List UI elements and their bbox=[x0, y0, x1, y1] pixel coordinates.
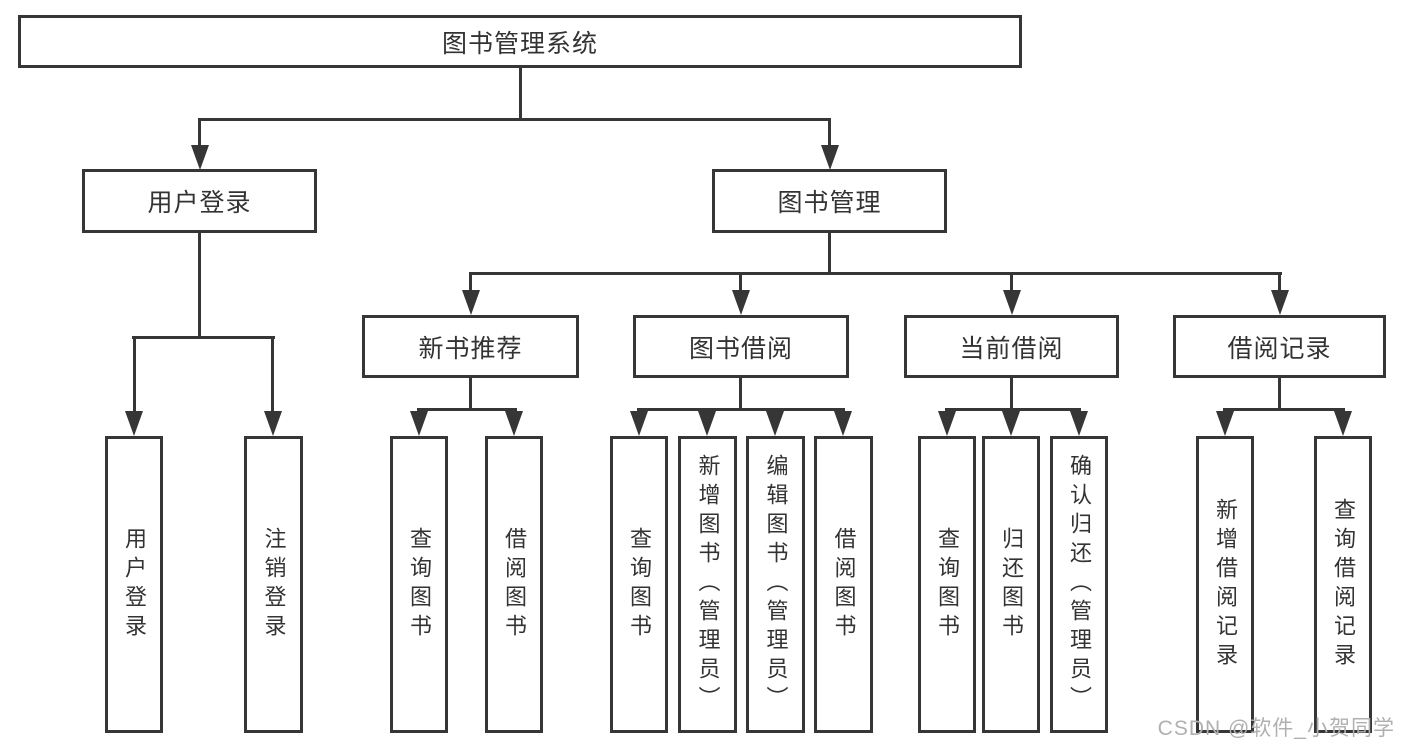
leaf-label: 确认归还（管理员） bbox=[1067, 454, 1092, 715]
arrowhead-down-icon bbox=[938, 411, 956, 436]
node-label: 借阅记录 bbox=[1227, 334, 1332, 363]
arrowhead-down-icon bbox=[191, 145, 209, 170]
connector-book-mgmt-vline bbox=[828, 233, 831, 275]
arrowhead-down-icon bbox=[766, 411, 784, 436]
connector-stem bbox=[133, 339, 136, 412]
connector-stem bbox=[828, 121, 831, 147]
node-book-management-branch: 图书管理 bbox=[712, 169, 947, 233]
arrowhead-down-icon bbox=[1216, 411, 1234, 436]
leaf-label: 编辑图书（管理员） bbox=[763, 454, 789, 715]
connector-records-hline bbox=[1223, 408, 1345, 411]
connector-root-vline bbox=[519, 67, 522, 121]
connector-book-mgmt-hline bbox=[469, 272, 1282, 275]
connector-stem bbox=[271, 339, 274, 412]
node-label: 图书管理 bbox=[777, 189, 882, 217]
connector-current-vline bbox=[1010, 378, 1013, 411]
node-label: 当前借阅 bbox=[959, 334, 1064, 363]
connector-stem bbox=[1010, 275, 1013, 292]
arrowhead-down-icon bbox=[834, 411, 852, 436]
connector-stem bbox=[739, 275, 742, 292]
connector-stem bbox=[469, 275, 472, 292]
leaf-borrow-books: 借阅图书 bbox=[814, 436, 873, 733]
node-label: 新书推荐 bbox=[418, 334, 523, 363]
leaf-search-borrow-record: 查询借阅记录 bbox=[1314, 436, 1372, 733]
arrowhead-down-icon bbox=[1003, 290, 1021, 315]
leaf-label: 查询图书 bbox=[627, 526, 652, 643]
connector-borrowing-hline bbox=[637, 408, 845, 411]
leaf-label: 归还图书 bbox=[999, 526, 1024, 643]
leaf-add-books-admin: 新增图书（管理员） bbox=[678, 436, 737, 733]
leaf-borrow-books-recommend: 借阅图书 bbox=[485, 436, 543, 733]
node-new-book-recommendation: 新书推荐 bbox=[362, 315, 579, 378]
connector-borrowing-vline bbox=[739, 378, 742, 411]
node-library-management-system: 图书管理系统 bbox=[18, 15, 1022, 68]
leaf-label: 查询借阅记录 bbox=[1331, 497, 1356, 672]
leaf-confirm-return-admin: 确认归还（管理员） bbox=[1050, 436, 1108, 733]
arrowhead-down-icon bbox=[1070, 411, 1088, 436]
arrowhead-down-icon bbox=[1334, 411, 1352, 436]
arrowhead-down-icon bbox=[1271, 290, 1289, 315]
connector-new-book-vline bbox=[469, 378, 472, 411]
arrowhead-down-icon bbox=[732, 290, 750, 315]
arrowhead-down-icon bbox=[462, 290, 480, 315]
connector-user-login-hline bbox=[132, 336, 275, 339]
leaf-label: 借阅图书 bbox=[502, 526, 527, 643]
leaf-label: 新增借阅记录 bbox=[1213, 497, 1238, 672]
leaf-label: 用户登录 bbox=[122, 526, 147, 643]
arrowhead-down-icon bbox=[821, 145, 839, 170]
leaf-search-books-current: 查询图书 bbox=[918, 436, 976, 733]
node-user-login-branch: 用户登录 bbox=[82, 169, 317, 233]
arrowhead-down-icon bbox=[505, 411, 523, 436]
leaf-search-books-borrowing: 查询图书 bbox=[610, 436, 668, 733]
arrowhead-down-icon bbox=[630, 411, 648, 436]
node-borrowing-records: 借阅记录 bbox=[1173, 315, 1386, 378]
watermark-text: CSDN @软件_小贺同学 bbox=[1157, 717, 1395, 740]
arrowhead-down-icon bbox=[698, 411, 716, 436]
connector-records-vline bbox=[1278, 378, 1281, 411]
leaf-search-books-recommend: 查询图书 bbox=[390, 436, 448, 733]
arrowhead-down-icon bbox=[1002, 411, 1020, 436]
node-label: 用户登录 bbox=[147, 189, 252, 217]
leaf-label: 查询图书 bbox=[407, 526, 432, 643]
leaf-logout: 注销登录 bbox=[244, 436, 303, 733]
node-book-borrowing: 图书借阅 bbox=[633, 315, 849, 378]
arrowhead-down-icon bbox=[410, 411, 428, 436]
connector-user-login-vline bbox=[198, 233, 201, 339]
leaf-add-borrow-record: 新增借阅记录 bbox=[1196, 436, 1254, 733]
leaf-label: 查询图书 bbox=[935, 526, 960, 643]
leaf-label: 新增图书（管理员） bbox=[695, 454, 721, 715]
node-current-borrowing: 当前借阅 bbox=[904, 315, 1119, 378]
connector-current-hline bbox=[945, 408, 1081, 411]
leaf-label: 借阅图书 bbox=[831, 526, 857, 643]
leaf-return-books: 归还图书 bbox=[982, 436, 1040, 733]
connector-stem bbox=[198, 121, 201, 147]
node-label: 图书借阅 bbox=[688, 334, 793, 363]
connector-stem bbox=[1278, 275, 1281, 292]
connector-root-hline bbox=[198, 118, 831, 121]
node-label: 图书管理系统 bbox=[441, 29, 598, 58]
connector-new-book-hline bbox=[417, 408, 517, 411]
leaf-user-login: 用户登录 bbox=[105, 436, 163, 733]
arrowhead-down-icon bbox=[264, 411, 282, 436]
leaf-edit-books-admin: 编辑图书（管理员） bbox=[746, 436, 805, 733]
arrowhead-down-icon bbox=[125, 411, 143, 436]
leaf-label: 注销登录 bbox=[261, 526, 287, 643]
